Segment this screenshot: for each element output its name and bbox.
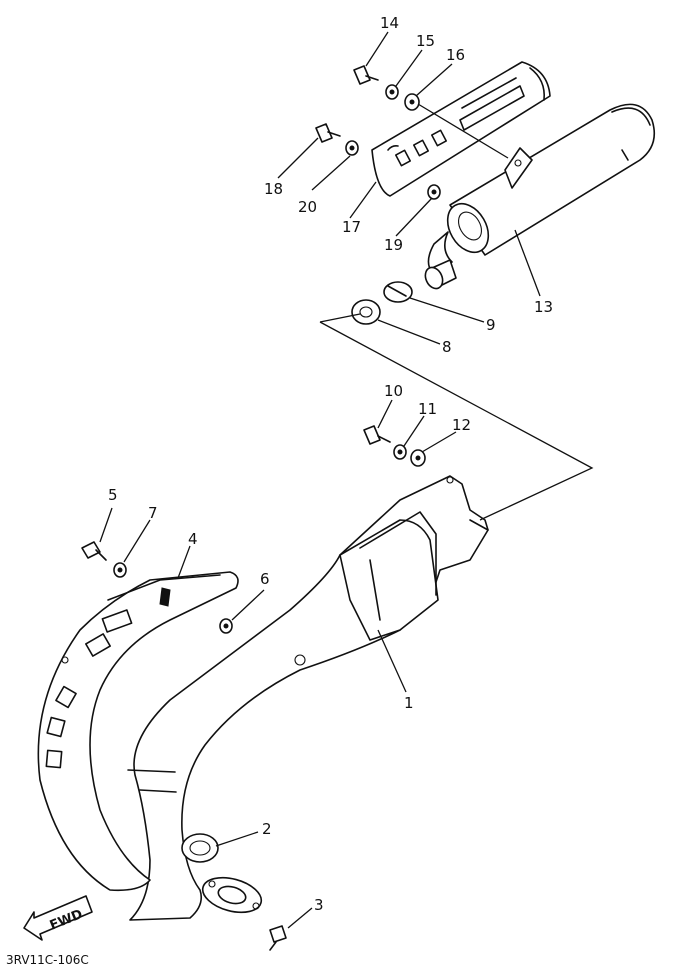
bolt-18 bbox=[315, 123, 341, 143]
callout-3: 3 bbox=[314, 896, 324, 914]
callout-5: 5 bbox=[108, 486, 118, 504]
washer-11 bbox=[393, 444, 407, 460]
callout-14: 14 bbox=[380, 14, 399, 32]
gasket bbox=[181, 833, 219, 863]
callout-7: 7 bbox=[148, 504, 158, 522]
bolt-3 bbox=[269, 925, 287, 951]
washer-19 bbox=[427, 184, 441, 200]
clamp-9 bbox=[383, 281, 413, 303]
diagram-code: 3RV11C-106C bbox=[6, 953, 89, 967]
assembly-guide-line bbox=[319, 321, 594, 521]
callout-8: 8 bbox=[442, 338, 452, 356]
callout-12: 12 bbox=[452, 416, 471, 434]
callout-4: 4 bbox=[188, 530, 198, 548]
bolt-14 bbox=[353, 65, 379, 85]
washer-16 bbox=[404, 93, 420, 111]
callout-16: 16 bbox=[446, 46, 465, 64]
callout-18: 18 bbox=[264, 180, 283, 198]
assembly-guide-line bbox=[319, 313, 361, 323]
silencer-protector bbox=[371, 61, 551, 197]
washer-15 bbox=[385, 84, 399, 100]
joint-8 bbox=[351, 299, 381, 325]
callout-17: 17 bbox=[342, 218, 361, 236]
bolt-10 bbox=[363, 425, 391, 445]
callout-13: 13 bbox=[534, 298, 553, 316]
fwd-arrow-icon: FWD bbox=[23, 895, 93, 941]
callout-20: 20 bbox=[298, 198, 317, 216]
washer-6 bbox=[219, 618, 233, 634]
washer-20 bbox=[345, 140, 359, 156]
silencer bbox=[424, 103, 656, 290]
washer-7 bbox=[113, 562, 127, 578]
callout-10: 10 bbox=[384, 382, 403, 400]
assembly-guide-line bbox=[417, 103, 509, 159]
callout-2: 2 bbox=[262, 820, 272, 838]
exhaust-pipe bbox=[127, 475, 489, 921]
callout-19: 19 bbox=[384, 236, 403, 254]
pipe-guard bbox=[37, 571, 239, 892]
callout-6: 6 bbox=[260, 570, 270, 588]
callout-1: 1 bbox=[404, 694, 414, 712]
washer-12 bbox=[410, 449, 426, 467]
callout-9: 9 bbox=[486, 316, 496, 334]
leader-lines bbox=[99, 31, 541, 929]
callout-15: 15 bbox=[416, 32, 435, 50]
callout-11: 11 bbox=[418, 400, 437, 418]
bolt-5 bbox=[81, 541, 107, 561]
